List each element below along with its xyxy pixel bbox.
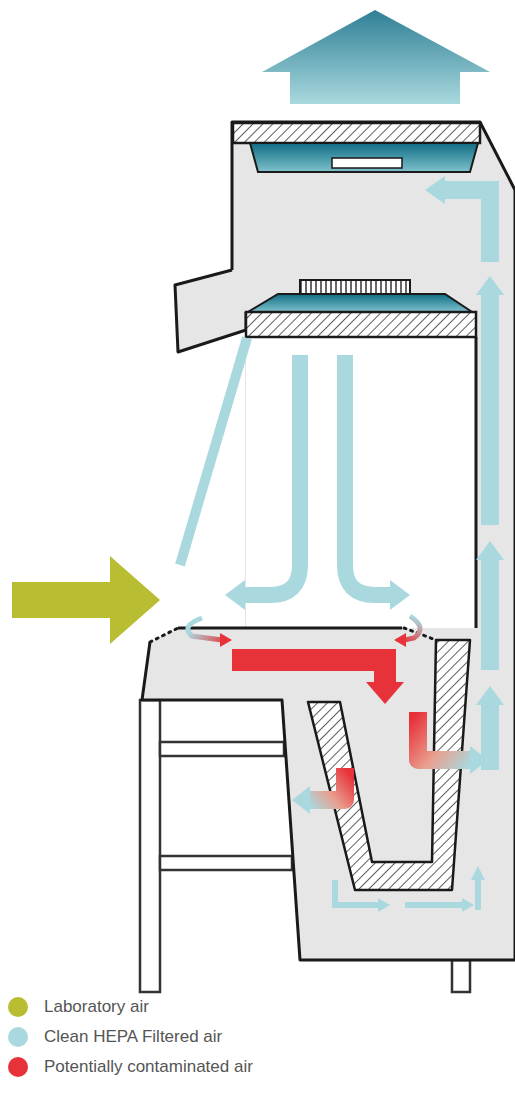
legend-swatch [8, 1057, 28, 1077]
legend-entry: Laboratory air [8, 992, 508, 1022]
supply-filter-housing [248, 294, 472, 312]
supply-hepa-filter [246, 312, 476, 337]
legend-swatch [8, 1027, 28, 1047]
legend-label: Clean HEPA Filtered air [44, 1027, 222, 1047]
exhaust-arrow [262, 10, 490, 104]
exhaust-filter-housing [250, 143, 478, 172]
exhaust-damper [332, 158, 402, 168]
legend-swatch [8, 997, 28, 1017]
legend-entry: Potentially contaminated air [8, 1052, 508, 1082]
legend-entry: Clean HEPA Filtered air [8, 1022, 508, 1052]
interior-wall [475, 337, 478, 628]
legend: Laboratory airClean HEPA Filtered airPot… [8, 992, 508, 1082]
laboratory-air-arrow [12, 556, 160, 644]
work-surface [178, 627, 402, 630]
exhaust-hepa-filter [233, 123, 480, 143]
legend-label: Laboratory air [44, 997, 149, 1017]
work-zone [246, 337, 476, 628]
cabinet-body [142, 122, 515, 960]
legend-label: Potentially contaminated air [44, 1057, 253, 1077]
clean-air-flow [180, 176, 504, 912]
contaminated-air-flow [188, 616, 488, 814]
front-sash [175, 270, 246, 352]
supply-fan-grille [300, 280, 410, 294]
cabinet-outline [142, 122, 515, 960]
front-grille [150, 628, 178, 642]
